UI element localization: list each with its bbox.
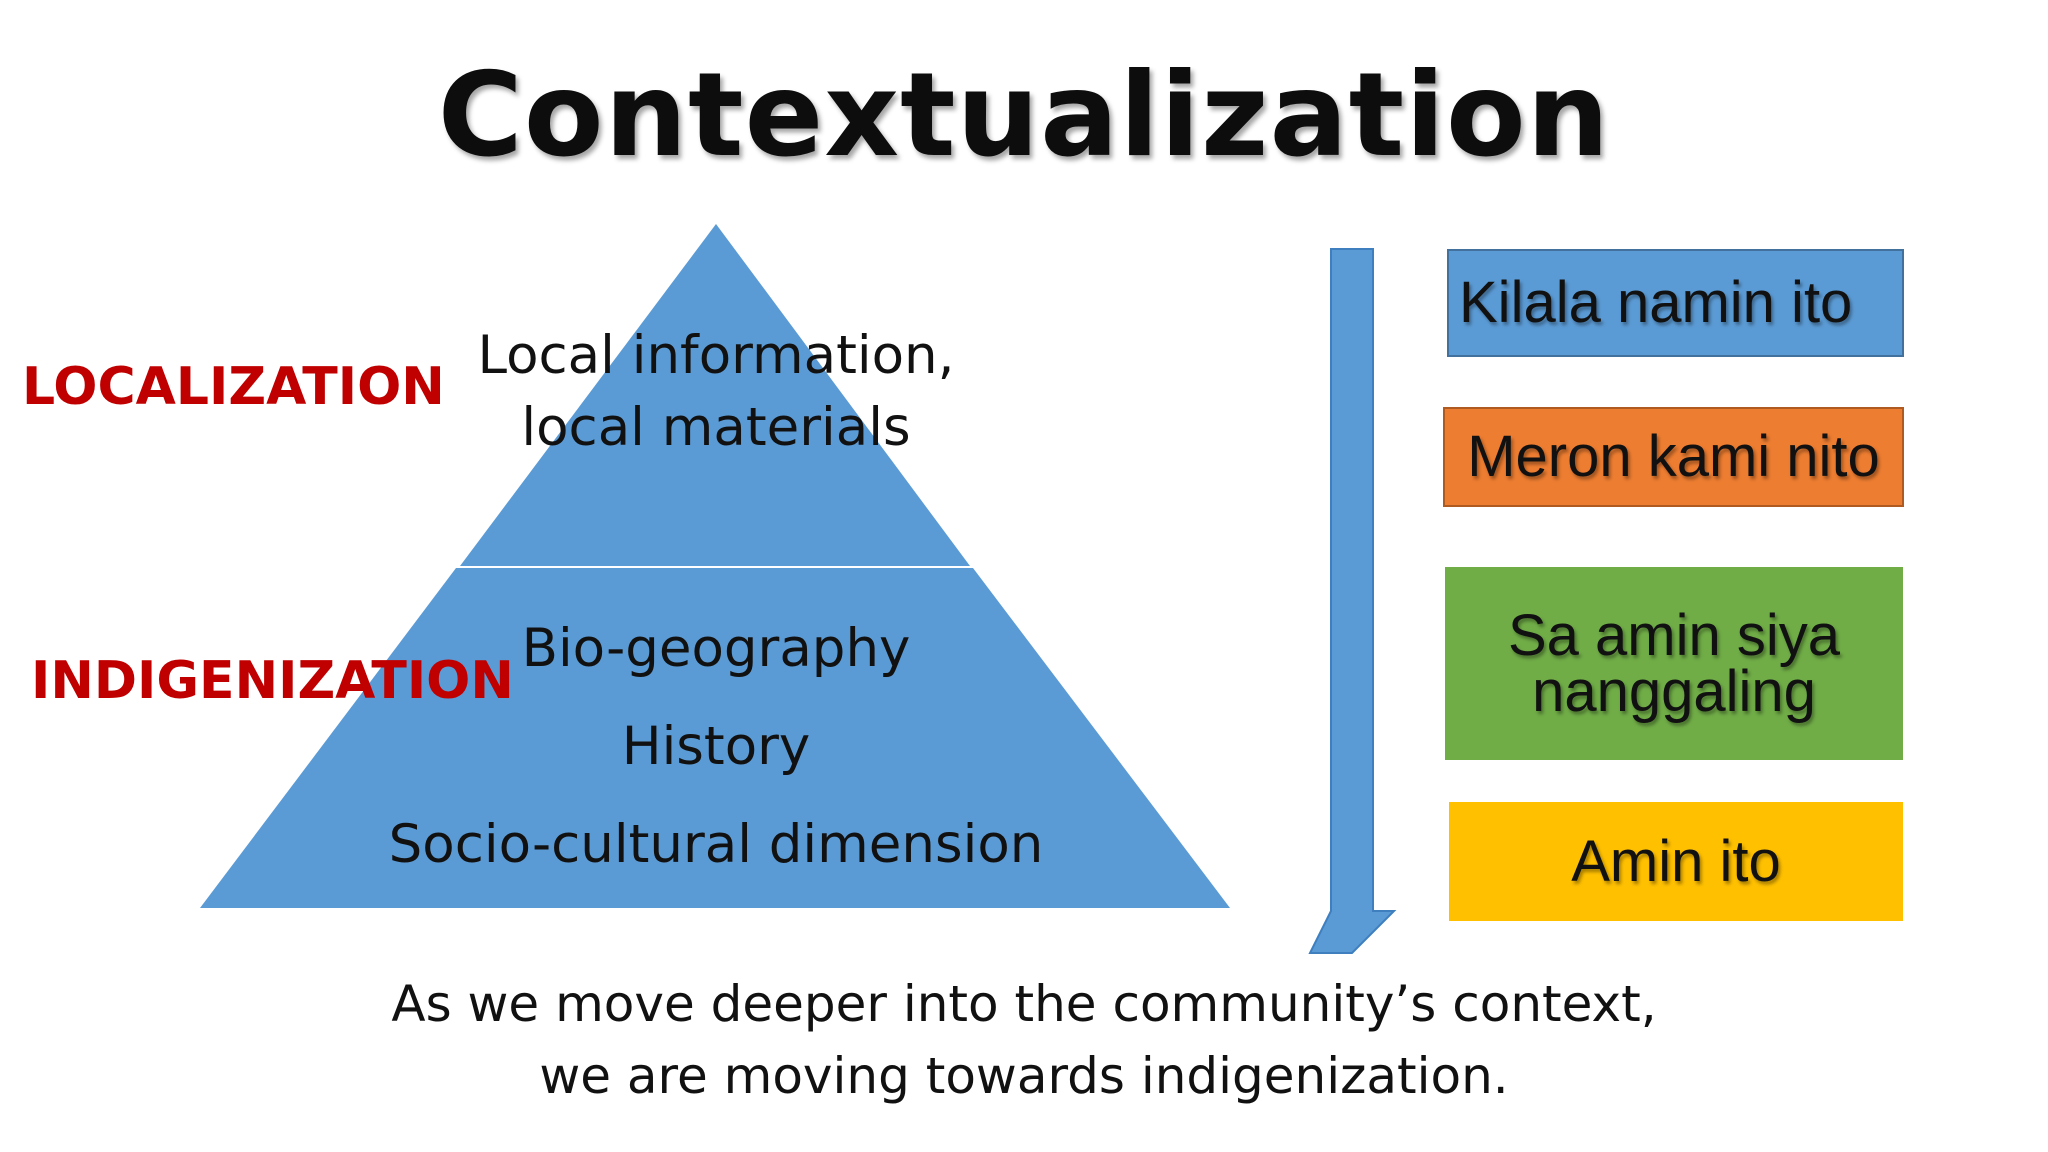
box-sa-amin-siya-nanggaling: Sa amin siya nanggaling (1445, 567, 1903, 760)
box-text-line-1: Sa amin siya (1507, 602, 1841, 668)
pyramid-bottom-section (200, 568, 1230, 908)
box-amin-ito: Amin ito (1449, 802, 1903, 921)
box-text-line-2: nanggaling (1532, 658, 1816, 724)
pyramid-top-line-2: local materials (521, 397, 911, 458)
pyramid-top-line-1: Local information, (477, 325, 955, 386)
caption-line-1: As we move deeper into the community’s c… (391, 975, 1657, 1033)
box-text: Kilala namin ito (1459, 270, 1853, 335)
localization-label: LOCALIZATION (22, 357, 445, 417)
caption: As we move deeper into the community’s c… (0, 968, 2048, 1112)
box-text: Meron kami nito (1467, 424, 1880, 489)
down-arrow (1308, 248, 1397, 954)
pyramid-top-section (460, 224, 970, 566)
pyramid-top-text: Local information, local materials (416, 320, 1016, 464)
indigenization-label: INDIGENIZATION (31, 651, 514, 711)
box-text: Amin ito (1571, 828, 1781, 894)
slide-title: Contextualization (437, 48, 1611, 183)
pyramid-item: History (621, 716, 811, 777)
pyramid-item: Bio-geography (521, 618, 911, 679)
caption-line-2: we are moving towards indigenization. (539, 1047, 1509, 1105)
pyramid-item: Socio-cultural dimension (388, 814, 1044, 875)
pyramid-bottom-text: Bio-geography History Socio-cultural dim… (330, 600, 1102, 894)
box-meron-kami-nito: Meron kami nito (1443, 407, 1904, 507)
box-kilala-namin-ito: Kilala namin ito (1447, 249, 1904, 357)
